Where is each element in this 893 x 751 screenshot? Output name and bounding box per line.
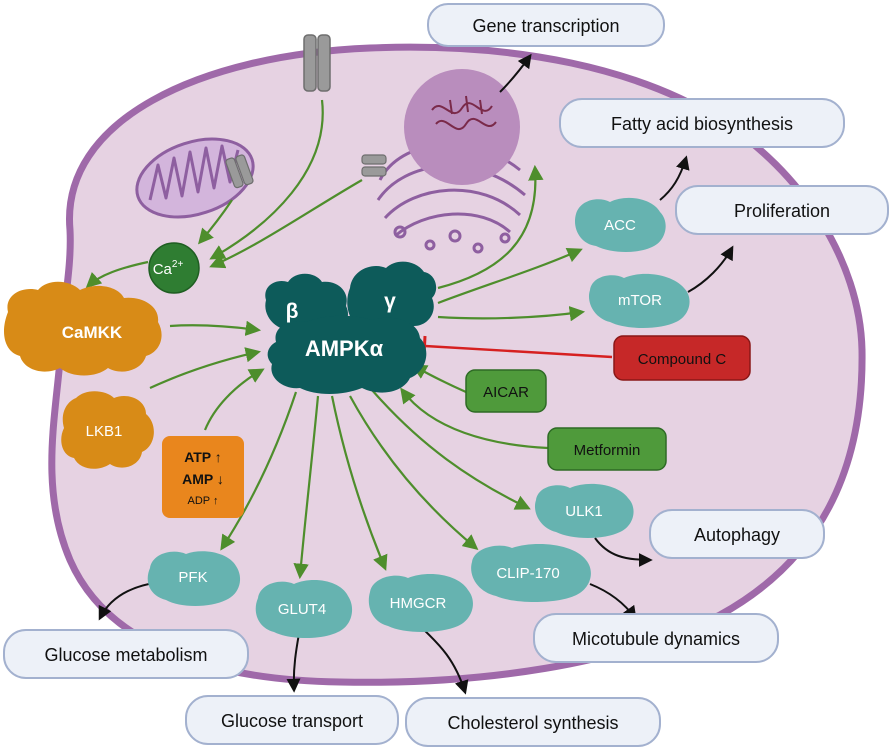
arrow-ampk-to-hmgcr: [330, 395, 388, 571]
gene-transcription-label: Gene transcription: [472, 16, 619, 36]
clip170-label: CLIP-170: [496, 565, 559, 582]
outcome-microtubule: Micotubule dynamics: [533, 613, 779, 663]
arrow-ampk-to-ulk1: [371, 389, 531, 510]
cholesterol-label: Cholesterol synthesis: [447, 713, 618, 733]
energy-line3: ADP ↑: [188, 495, 219, 507]
mito-channel-icon: [225, 154, 254, 189]
camkk-label: CaMKK: [62, 323, 123, 342]
pfk-label: PFK: [178, 569, 207, 586]
ampk-alpha-subunit: [267, 315, 427, 394]
activation-arrows: [85, 99, 586, 580]
fatty-acid-label: Fatty acid biosynthesis: [611, 114, 793, 134]
mtor-protein: mTOR: [588, 273, 690, 328]
glucose-transport-label: Glucose transport: [221, 711, 363, 731]
aicar-box: AICAR: [465, 369, 547, 413]
microtubule-label: Micotubule dynamics: [572, 629, 740, 649]
outcome-fatty-acid: Fatty acid biosynthesis: [559, 98, 845, 148]
outcome-proliferation: Proliferation: [675, 185, 889, 235]
compound-c-box: Compound C: [613, 335, 751, 381]
nucleus: [404, 69, 520, 185]
arrow-er-to-ca: [209, 179, 363, 269]
arrow-ca-to-camkk: [85, 260, 149, 289]
ulk1-protein: ULK1: [534, 483, 634, 538]
proliferation-label: Proliferation: [734, 201, 830, 221]
energy-line1: ATP ↑: [184, 449, 222, 465]
lkb1-label: LKB1: [86, 423, 123, 440]
arrow-channel-to-ca: [209, 99, 324, 260]
arrow-ampk-to-pfk: [220, 391, 298, 551]
metformin-label: Metformin: [574, 442, 641, 459]
camkk-protein: CaMKK: [4, 281, 162, 376]
arrow-energy-to-ampk: [203, 368, 265, 431]
outcome-gene-transcription: Gene transcription: [427, 3, 665, 47]
arrow-to-fatty-acid: [659, 155, 690, 201]
arrow-to-gene-transcription: [499, 53, 532, 93]
arrow-mito-to-ca: [197, 199, 233, 245]
arrow-ampk-to-glut4: [293, 395, 320, 580]
ampk-alpha-label: AMPKα: [305, 336, 384, 361]
ion-channel-icon: [303, 34, 331, 92]
aicar-label: AICAR: [483, 384, 529, 401]
energy-status-box: ATP ↑ AMP ↓ ADP ↑: [162, 436, 244, 518]
clip170-protein: CLIP-170: [471, 544, 591, 602]
outcome-glucose-metabolism: Glucose metabolism: [3, 629, 249, 679]
ampk-complex: β γ AMPKα: [265, 261, 437, 394]
arrow-to-autophagy: [594, 537, 653, 567]
arrow-ampk-to-nucleus: [437, 164, 544, 290]
arrow-ampk-to-clip170: [349, 395, 479, 550]
hmgcr-protein: HMGCR: [368, 574, 473, 632]
autophagy-label: Autophagy: [694, 525, 780, 545]
ulk1-label: ULK1: [565, 503, 603, 520]
glut4-protein: GLUT4: [255, 580, 353, 638]
calcium-ion: Ca2+: [148, 242, 200, 294]
compound-c-label: Compound C: [638, 351, 727, 368]
outcome-glucose-transport: Glucose transport: [185, 695, 399, 745]
hmgcr-label: HMGCR: [390, 595, 447, 612]
outcome-cholesterol: Cholesterol synthesis: [405, 697, 661, 747]
dna-icon: [431, 95, 497, 131]
arrow-ampk-to-mtor: [437, 306, 586, 322]
glucose-metabolism-label: Glucose metabolism: [44, 645, 207, 665]
ca-label: Ca2+: [153, 259, 184, 278]
metformin-box: Metformin: [547, 427, 667, 471]
arrow-camkk-to-ampk: [169, 320, 262, 337]
mtor-label: mTOR: [618, 292, 662, 309]
lkb1-protein: LKB1: [61, 391, 154, 469]
glut4-label: GLUT4: [278, 601, 326, 618]
arrow-to-proliferation: [687, 245, 734, 293]
energy-line2: AMP ↓: [182, 471, 224, 487]
ampk-beta-label: β: [286, 300, 299, 323]
arrow-metformin-to-ampk: [400, 387, 549, 450]
arrow-ampk-to-acc: [437, 247, 583, 305]
outcome-autophagy: Autophagy: [649, 509, 825, 559]
ampk-gamma-subunit: [347, 261, 437, 326]
ampk-gamma-label: γ: [384, 290, 396, 313]
er-channel-icon: [361, 154, 387, 177]
arrow-to-cholesterol: [421, 627, 469, 695]
ampk-beta-subunit: [265, 273, 349, 330]
arrow-lkb1-to-ampk: [149, 347, 262, 390]
mitochondrion-icon: [135, 137, 255, 219]
acc-protein: ACC: [574, 197, 666, 252]
pfk-protein: PFK: [147, 551, 241, 606]
acc-label: ACC: [604, 217, 636, 234]
